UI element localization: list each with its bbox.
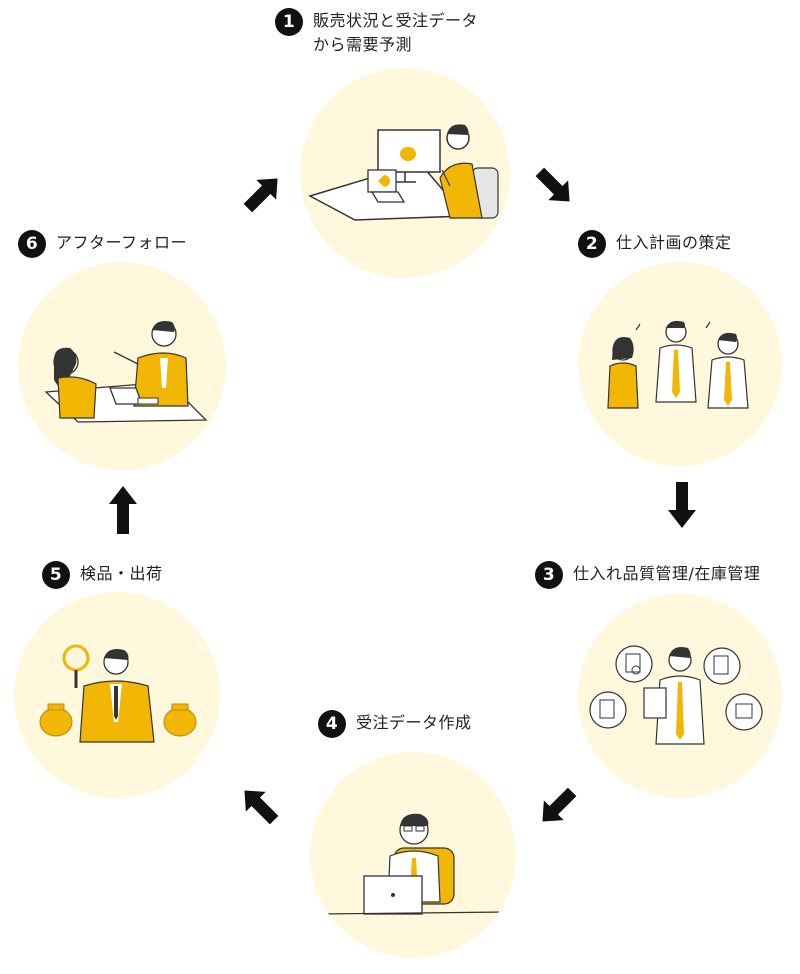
arrow-step2-to-step3 <box>668 482 696 528</box>
step-2-label: 2 仕入計画の策定 <box>578 230 732 258</box>
step-5-title: 検品・出荷 <box>80 564 163 583</box>
step-3-label: 3 仕入れ品質管理/在庫管理 <box>535 561 761 589</box>
step-number-badge: 4 <box>318 710 346 738</box>
arrow-step1-to-step2 <box>535 167 570 202</box>
step-number-badge: 5 <box>42 561 70 589</box>
step-number-badge: 2 <box>578 230 606 258</box>
step-1-title-line-2: から需要予測 <box>313 35 413 54</box>
arrow-step5-to-step6 <box>109 486 137 534</box>
step-number-badge: 6 <box>18 230 46 258</box>
step-1-illustration <box>300 68 510 278</box>
step-number-badge: 1 <box>275 8 303 36</box>
step-2-title: 仕入計画の策定 <box>616 233 732 252</box>
step-5-illustration <box>14 592 220 798</box>
step-4-illustration <box>310 752 516 958</box>
step-6-label: 6 アフターフォロー <box>18 230 188 258</box>
step-6-illustration <box>18 262 226 470</box>
step-6-title: アフターフォロー <box>56 233 188 252</box>
step-number-badge: 3 <box>535 561 563 589</box>
arrow-step4-to-step5 <box>244 790 279 825</box>
arrow-step6-to-step1 <box>243 178 278 213</box>
step-3-title: 仕入れ品質管理/在庫管理 <box>573 564 761 583</box>
arrow-step3-to-step4 <box>542 787 577 822</box>
step-2-illustration <box>578 262 782 466</box>
step-4-title: 受注データ作成 <box>356 713 472 732</box>
step-3-illustration <box>578 594 782 798</box>
step-1-title-line-1: 販売状況と受注データ <box>313 11 479 30</box>
step-5-label: 5 検品・出荷 <box>42 561 163 589</box>
step-1-label: 1 販売状況と受注データ から需要予測 <box>275 8 479 57</box>
step-4-label: 4 受注データ作成 <box>318 710 472 738</box>
